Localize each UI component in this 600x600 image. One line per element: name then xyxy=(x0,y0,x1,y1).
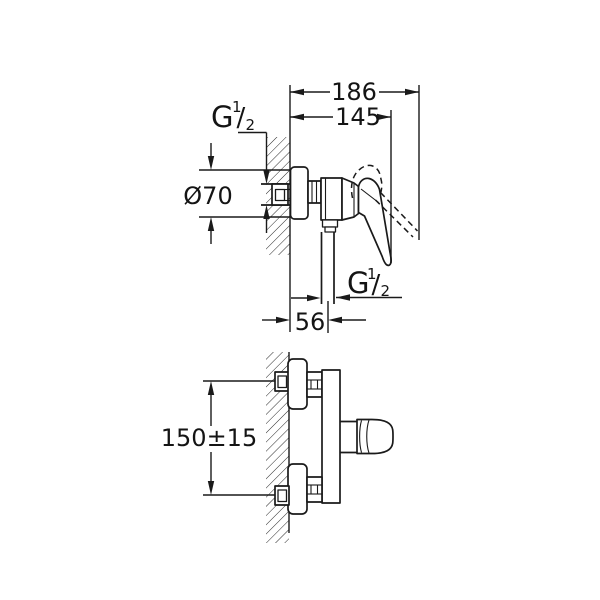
cartridge-cap xyxy=(341,177,360,221)
arrowhead xyxy=(336,294,350,301)
lever-handle xyxy=(340,418,394,455)
arrowhead xyxy=(207,217,215,231)
thread-letter: G xyxy=(211,100,233,134)
dim-label-total-depth: 186 xyxy=(331,78,377,106)
arrowhead xyxy=(276,316,290,324)
upper-supply-connection xyxy=(274,371,290,392)
dimension-escutcheon-diameter: Ø70 xyxy=(183,143,290,244)
lever-handle xyxy=(357,177,392,267)
arrowhead xyxy=(328,316,342,324)
thread-numerator: 1 xyxy=(367,265,377,283)
arrowhead xyxy=(263,170,270,184)
upper-escutcheon xyxy=(287,358,308,410)
dimension-outlet-offset: 56 xyxy=(262,301,366,336)
dim-label-diameter: Ø70 xyxy=(183,182,232,210)
lower-escutcheon xyxy=(287,463,308,515)
thread-label-supply: G 1 / 2 xyxy=(211,98,270,233)
escutcheon xyxy=(289,166,309,220)
thread-slash: / xyxy=(237,103,246,133)
arrowhead xyxy=(290,113,304,121)
arrowhead xyxy=(377,113,391,121)
arrowhead xyxy=(290,88,304,96)
thread-denominator: 2 xyxy=(246,116,256,134)
arrowhead xyxy=(207,481,215,495)
dimension-handle-depth: 145 xyxy=(290,103,392,263)
mixer-body xyxy=(320,177,343,233)
dim-label-handle-depth: 145 xyxy=(335,103,381,131)
arrowhead xyxy=(405,88,419,96)
arrowhead xyxy=(263,205,270,219)
dim-label-outlet-offset: 56 xyxy=(295,308,326,336)
arrowhead xyxy=(307,294,321,302)
arrowhead xyxy=(207,381,215,395)
thread-denominator: 2 xyxy=(381,282,391,300)
lever-handle-ghost xyxy=(350,164,419,238)
front-view: 150±15 xyxy=(161,352,394,543)
dimension-connection-spacing: 150±15 xyxy=(161,380,275,496)
supply-connection xyxy=(261,183,290,206)
thread-label-outlet: G 1 / 2 xyxy=(291,265,402,302)
hex-nut xyxy=(307,180,322,204)
side-view: 186 145 G 1 / 2 xyxy=(183,78,420,336)
lower-supply-connection xyxy=(274,485,290,506)
mixer-body xyxy=(321,369,341,504)
dim-label-connection-spacing: 150±15 xyxy=(161,424,257,452)
arrowhead xyxy=(207,156,215,170)
thread-slash: / xyxy=(372,270,381,300)
thread-numerator: 1 xyxy=(232,98,242,116)
upper-hex-nut xyxy=(306,371,323,398)
dimension-total-depth: 186 xyxy=(290,78,420,240)
lower-hex-nut xyxy=(306,476,323,503)
outlet-pipe xyxy=(320,232,335,304)
thread-letter: G xyxy=(347,266,369,300)
